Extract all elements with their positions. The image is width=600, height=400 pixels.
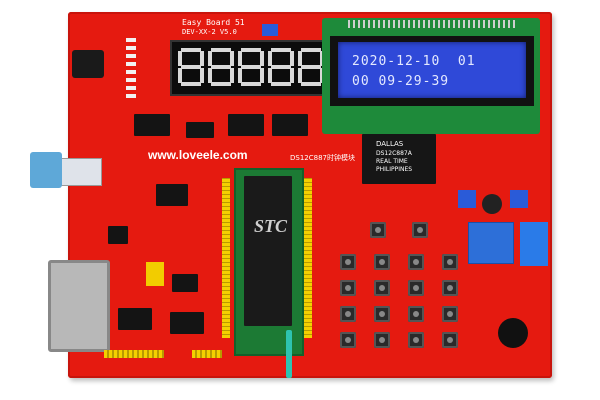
rtc-chip-text-2: DS12C887A <box>376 150 412 157</box>
power-jack-icon <box>72 50 104 78</box>
board-name: Easy Board 51 <box>182 18 245 27</box>
segment-digit <box>238 48 264 86</box>
matrix-button[interactable] <box>374 306 390 322</box>
ic-chip <box>108 226 128 244</box>
ic-chip <box>118 308 152 330</box>
matrix-button[interactable] <box>408 332 424 348</box>
ic-chip <box>272 114 308 136</box>
db9-serial-port-icon <box>48 260 110 352</box>
ic-chip <box>172 274 198 292</box>
segment-digit <box>298 48 324 86</box>
matrix-button[interactable] <box>374 280 390 296</box>
lcd-line-1: 2020-12-10 01 <box>352 54 476 69</box>
bottom-pin-header <box>192 350 222 358</box>
buzzer-icon <box>498 318 528 348</box>
mcu-brand: STC <box>254 216 288 236</box>
blue-potentiometer <box>510 190 528 208</box>
led-column <box>126 34 136 98</box>
matrix-button[interactable] <box>408 280 424 296</box>
ic-chip <box>228 114 264 136</box>
yellow-potentiometer <box>146 262 164 286</box>
matrix-button[interactable] <box>374 332 390 348</box>
terminal-block <box>520 222 548 266</box>
matrix-button[interactable] <box>408 306 424 322</box>
ic-chip <box>134 114 170 136</box>
matrix-button[interactable] <box>442 306 458 322</box>
reset-button[interactable] <box>370 222 386 238</box>
blue-potentiometer <box>458 190 476 208</box>
ic-chip <box>170 312 204 334</box>
matrix-button[interactable] <box>340 332 356 348</box>
bottom-pin-header <box>104 350 164 358</box>
pin-header <box>304 178 312 338</box>
ic-chip <box>186 122 214 138</box>
matrix-button[interactable] <box>374 254 390 270</box>
board-version: DEV-XX-2 V5.0 <box>182 28 237 36</box>
lcd-screen: 2020-12-10 01 00 09-29-39 <box>338 42 526 98</box>
segment-digit <box>268 48 294 86</box>
matrix-button[interactable] <box>442 254 458 270</box>
matrix-button[interactable] <box>442 332 458 348</box>
push-button-matrix-icon <box>336 250 466 370</box>
rtc-chip-text-1: DALLAS <box>376 140 404 148</box>
usb-cable-icon <box>30 152 62 188</box>
board-url: www.loveele.com <box>148 148 248 162</box>
mcu-chip: STC <box>244 176 292 326</box>
seven-segment-display <box>170 40 328 96</box>
lcd-header-pins <box>348 20 518 28</box>
rtc-module-label: DS12C887时钟模块 <box>290 154 355 162</box>
relay-icon <box>468 222 514 264</box>
matrix-button[interactable] <box>340 280 356 296</box>
rtc-chip: DALLAS DS12C887A REAL TIME PHILIPPINES <box>362 134 436 184</box>
matrix-button[interactable] <box>408 254 424 270</box>
matrix-button[interactable] <box>340 306 356 322</box>
segment-digit <box>178 48 204 86</box>
lcd-line-2: 00 09-29-39 <box>352 74 450 89</box>
microphone-icon <box>482 194 502 214</box>
rtc-chip-text-4: PHILIPPINES <box>376 166 413 173</box>
usb-port-icon <box>60 158 102 186</box>
matrix-button[interactable] <box>340 254 356 270</box>
matrix-button[interactable] <box>442 280 458 296</box>
segment-digit <box>208 48 234 86</box>
zif-lever <box>286 330 292 378</box>
pin-header <box>222 178 230 338</box>
extra-button[interactable] <box>412 222 428 238</box>
ic-chip <box>156 184 188 206</box>
blue-potentiometer <box>262 24 278 36</box>
rtc-chip-text-3: REAL TIME <box>376 158 408 165</box>
